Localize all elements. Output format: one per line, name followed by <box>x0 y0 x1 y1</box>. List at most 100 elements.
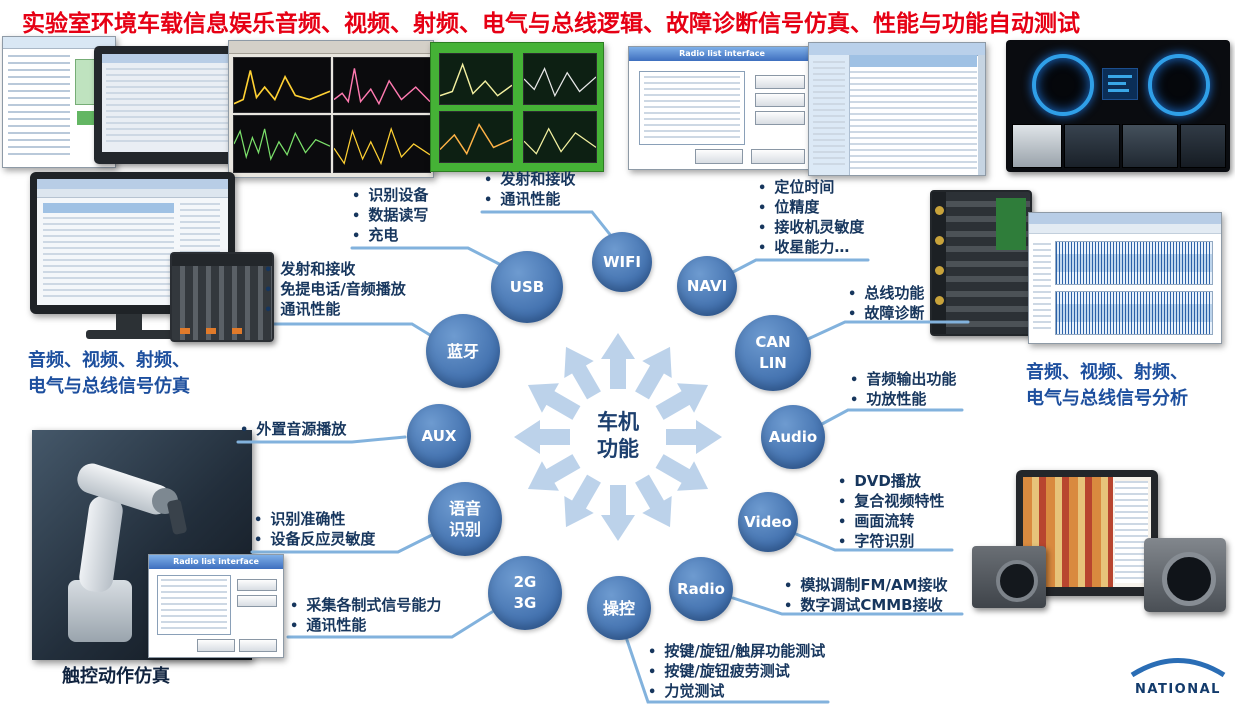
node-2g-label: 2G <box>513 573 537 591</box>
node-video-label: Video <box>744 512 792 531</box>
listbox-rows <box>161 579 227 631</box>
screenshot-radio-dialog: Radio list interface <box>628 46 816 170</box>
cluster-thumb-photo <box>1012 124 1062 168</box>
toolbar <box>37 189 228 198</box>
annotation-item: 数据读写 <box>352 206 428 226</box>
annotation-item: 发射和接收 <box>264 260 406 280</box>
node-usb: USB <box>491 251 563 323</box>
green-plot-2 <box>523 53 597 105</box>
annotation-item: 采集各制式信号能力 <box>290 596 441 616</box>
waveform-panel-1 <box>1055 241 1213 285</box>
dialog-listbox <box>157 575 231 635</box>
side-controls <box>1033 243 1051 333</box>
tree-rows <box>813 61 845 169</box>
node-wifi: WIFI <box>592 232 652 292</box>
node-radio-label: Radio <box>677 579 725 598</box>
plot-spectrum-2 <box>333 57 431 113</box>
annotation-item: 收星能力… <box>758 238 864 258</box>
annotation-item: 按键/旋钮疲劳测试 <box>648 662 825 682</box>
left-tree-panel <box>809 55 850 175</box>
chassis-top <box>172 254 272 266</box>
annotation-item: 功放性能 <box>850 390 956 410</box>
cluster-thumb-photo <box>1064 124 1120 168</box>
sma-connector <box>935 296 944 305</box>
photo-small-monitor <box>94 46 244 164</box>
green-plot-1 <box>439 53 513 105</box>
green-plot-4 <box>523 111 597 163</box>
node-can-lin: CAN LIN <box>735 315 811 391</box>
plot-waveform-1 <box>233 115 331 173</box>
module-handle <box>206 328 216 334</box>
node-navi: NAVI <box>677 256 737 316</box>
sma-connector <box>935 206 944 215</box>
annotation-item: 通讯性能 <box>484 190 575 210</box>
annotation-item: 总线功能 <box>848 284 924 304</box>
dialog-button <box>237 579 277 591</box>
annotation-2g3g: 采集各制式信号能力 通讯性能 <box>290 596 441 636</box>
scrollbar <box>978 55 985 175</box>
annotation-item: 位精度 <box>758 198 864 218</box>
annotation-item: 发射和接收 <box>484 170 575 190</box>
logo-brand-text: NATIONAL <box>1135 682 1221 697</box>
dialog-titlebar: Radio list interface <box>629 47 815 61</box>
camera-lens <box>996 560 1038 602</box>
annotation-item: 通讯性能 <box>264 300 406 320</box>
node-voice-line1: 语音 <box>448 499 481 518</box>
toolbar <box>229 41 433 54</box>
node-3g-label: 3G <box>513 594 537 612</box>
annotation-item: 画面流转 <box>838 512 944 532</box>
caption-left-sim-line2: 电气与总线信号仿真 <box>28 376 190 397</box>
camera-lens <box>1162 552 1216 606</box>
green-plot-3 <box>439 111 513 163</box>
cancel-button <box>751 149 805 164</box>
photo-pxi-chassis-left <box>170 252 274 342</box>
node-bluetooth: 蓝牙 <box>426 314 500 388</box>
caption-right-ana-line1: 音频、视频、射频、 <box>1026 362 1188 383</box>
screenshot-table-app <box>808 42 986 176</box>
waveform-panel-2 <box>1055 291 1213 335</box>
annotation-item: 接收机灵敏度 <box>758 218 864 238</box>
annotation-item: 按键/旋钮/触屏功能测试 <box>648 642 825 662</box>
annotation-item: 故障诊断 <box>848 304 924 324</box>
dialog-button <box>755 75 805 89</box>
cancel-button <box>239 639 277 652</box>
annotation-control: 按键/旋钮/触屏功能测试 按键/旋钮疲劳测试 力觉测试 <box>648 642 825 702</box>
node-aux: AUX <box>407 404 471 468</box>
annotation-wifi: 发射和接收 通讯性能 <box>484 170 575 210</box>
annotation-video: DVD播放 复合视频特性 画面流转 字符识别 <box>838 472 944 552</box>
caption-touch-sim: 触控动作仿真 <box>62 666 170 687</box>
cluster-center-display <box>1102 68 1138 100</box>
cluster-thumb-photo <box>1122 124 1178 168</box>
hub-label: 车机 功能 <box>578 409 658 463</box>
node-navi-label: NAVI <box>686 276 728 295</box>
config-tree <box>8 55 70 159</box>
table-header <box>43 203 174 213</box>
sidebar-panel <box>1114 481 1148 583</box>
table-header <box>850 55 977 67</box>
annotation-item: 外置音源播放 <box>240 420 346 440</box>
page-title: 实验室环境车载信息娱乐音频、视频、射频、电气与总线逻辑、故障诊断信号仿真、性能与… <box>22 11 1080 37</box>
display-bar <box>1108 75 1132 78</box>
toolbar <box>1029 224 1221 234</box>
annotation-audio: 音频输出功能 功放性能 <box>850 370 956 410</box>
screenshot-green-panels <box>430 42 604 172</box>
node-voice-line2: 识别 <box>448 520 481 539</box>
node-aux-label: AUX <box>421 426 457 445</box>
sma-connector <box>935 266 944 275</box>
annotation-item: 复合视频特性 <box>838 492 944 512</box>
node-audio: Audio <box>761 405 825 469</box>
screenshot-waveform-analyzer <box>1028 212 1222 344</box>
node-voice: 语音 识别 <box>428 482 502 556</box>
table-rows <box>43 217 174 297</box>
photo-camera-left <box>972 546 1046 608</box>
monitor-stand <box>116 314 142 330</box>
annotation-navi: 定位时间 位精度 接收机灵敏度 收星能力… <box>758 178 864 258</box>
node-control-label: 操控 <box>602 598 635 618</box>
node-can-label: CAN <box>755 333 791 351</box>
node-usb-label: USB <box>509 277 545 296</box>
sma-connector <box>935 236 944 245</box>
photo-instrument-cluster <box>1006 40 1230 172</box>
display-bar <box>1108 82 1126 85</box>
annotation-item: 定位时间 <box>758 178 864 198</box>
